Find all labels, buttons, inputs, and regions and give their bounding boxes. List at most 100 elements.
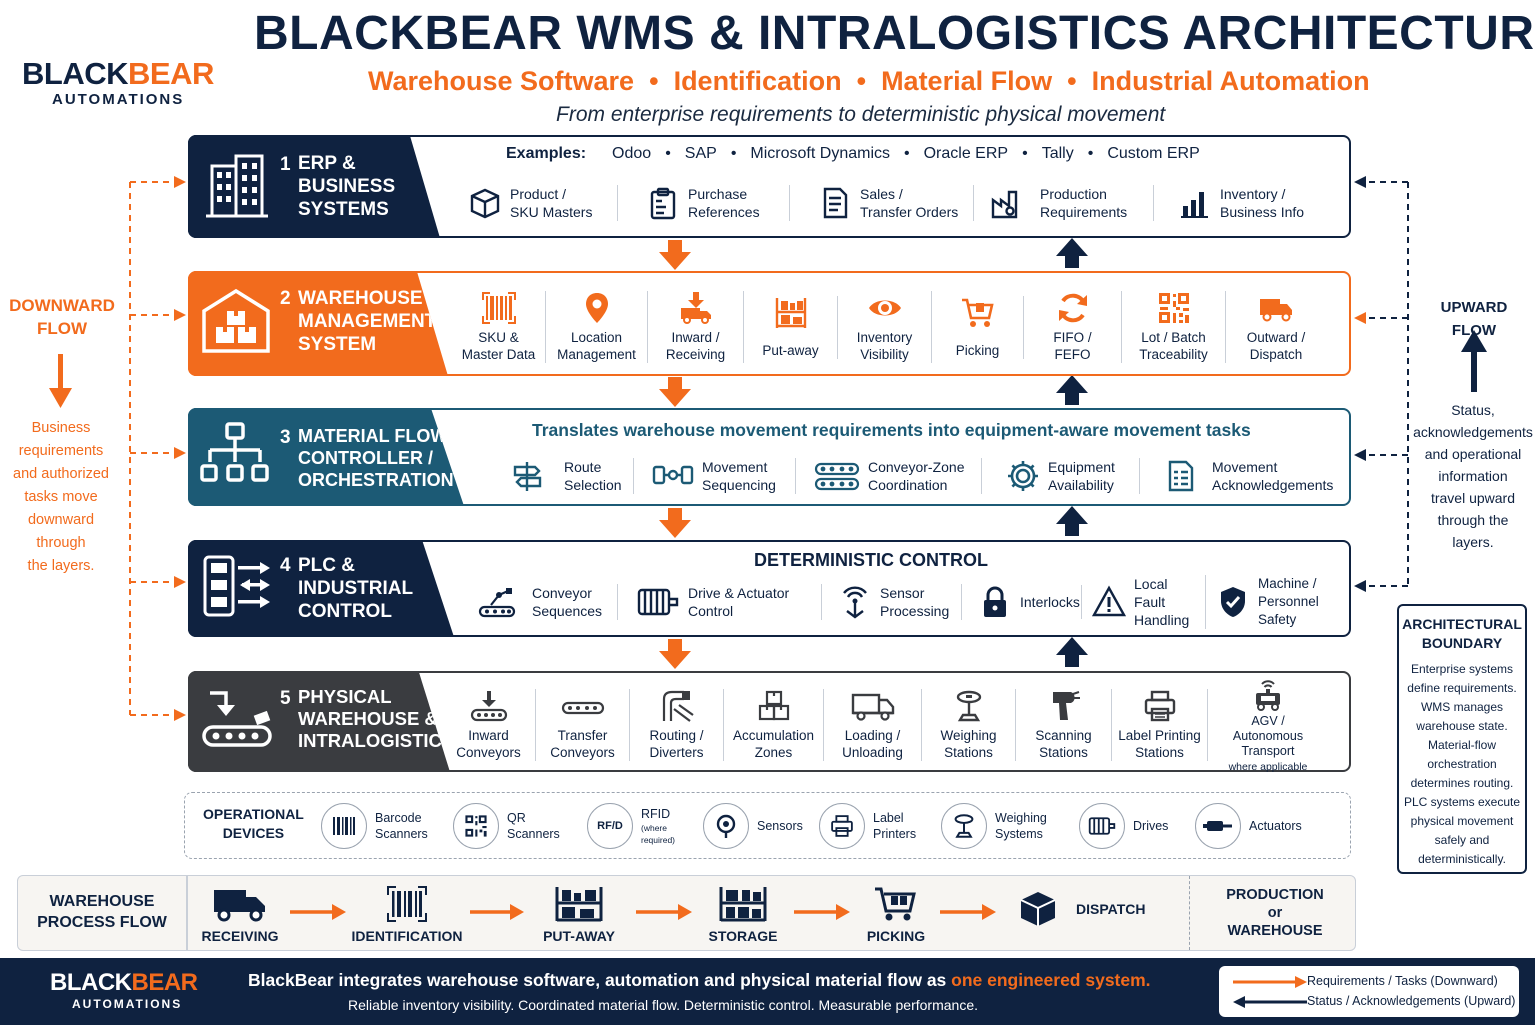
device-item: Actuators	[1195, 803, 1315, 849]
logo-black: BLACK	[50, 969, 132, 996]
logo-sub: AUTOMATIONS	[72, 997, 183, 1011]
mfc-item: Movement Acknowledgements	[1140, 458, 1336, 494]
gear-icon	[1008, 461, 1038, 491]
plc-item: Machine / Personnel Safety	[1206, 575, 1384, 629]
boxes-icon	[758, 690, 789, 721]
mfc-item: Conveyor-Zone Coordination	[796, 458, 982, 494]
wms-item: Inward / Receiving	[648, 291, 744, 363]
warning-icon	[1092, 585, 1126, 617]
plc-item: Interlocks	[962, 585, 1082, 619]
shelf-icon	[775, 297, 806, 328]
shelf-icon	[555, 887, 603, 922]
item-label: Outward / Dispatch	[1246, 330, 1306, 362]
item-label: Inward / Receiving	[665, 330, 726, 362]
layer-erp-head: 1 ERP & BUSINESS SYSTEMS	[188, 135, 440, 238]
footer-message: BlackBear integrates warehouse software,…	[248, 970, 1151, 991]
examples-label: Examples:	[506, 145, 587, 162]
diverter-icon	[662, 690, 694, 722]
printer-icon	[831, 815, 853, 837]
scale-icon	[954, 814, 974, 838]
hierarchy-icon	[200, 422, 269, 482]
subtitle: Warehouse Software • Identification • Ma…	[368, 66, 1370, 97]
legend-down: Requirements / Tasks (Downward)	[1307, 974, 1498, 988]
legend-arrows	[1233, 976, 1307, 1008]
device-icon-wrap	[1195, 803, 1241, 849]
devices-list: Barcode Scanners QR Scanners RF/D RFID (…	[321, 803, 1315, 849]
device-item: Sensors	[703, 803, 819, 849]
process-end-label: PRODUCTION or WAREHOUSE	[1226, 887, 1324, 939]
clipboard-icon	[650, 187, 676, 220]
example-item: Microsoft Dynamics	[750, 145, 890, 162]
upward-flow-text: Status, acknowledgements and operational…	[1413, 402, 1533, 550]
device-icon-wrap: RF/D	[587, 803, 633, 849]
item-label: Movement Sequencing	[702, 459, 776, 493]
item-label: Accumulation Zones	[732, 728, 815, 760]
down-arrow-icon	[49, 354, 72, 408]
physical-item: Weighing Stations	[922, 689, 1016, 761]
plc-icon	[203, 555, 270, 617]
layer-mfc: 3 MATERIAL FLOW CONTROLLER / ORCHESTRATI…	[188, 408, 1351, 506]
physical-item: Label Printing Stations	[1112, 689, 1208, 761]
item-label: Loading / Unloading	[842, 728, 903, 760]
plc-item: Sensor Processing	[822, 584, 962, 620]
boundary-title: ARCHITECTURAL BOUNDARY	[1402, 616, 1522, 651]
item-label: Scanning Stations	[1035, 728, 1092, 760]
truck-icon	[214, 890, 265, 922]
wms-item: Location Management	[546, 291, 648, 363]
item-label: Production Requirements	[1040, 186, 1128, 220]
item-label: Purchase References	[688, 186, 760, 220]
box-icon	[1020, 892, 1056, 926]
subtitle-part: Warehouse Software	[368, 66, 635, 96]
subtitle-part: Industrial Automation	[1091, 66, 1370, 96]
step-label: RECEIVING	[201, 928, 279, 944]
motor-icon	[1088, 817, 1116, 835]
item-label: SKU & Master Data	[461, 330, 536, 362]
downward-flow-text: Business requirements and authorized tas…	[13, 420, 109, 574]
physical-item: Routing / Diverters	[630, 689, 724, 761]
process-flow: WAREHOUSE PROCESS FLOW RECEIVING IDENTIF…	[17, 875, 1356, 951]
item-label: Inventory / Business Info	[1220, 186, 1305, 220]
logo-bear: BEAR	[131, 969, 199, 996]
item-label: Weighing Stations	[940, 728, 997, 760]
example-item: Tally	[1041, 145, 1074, 162]
layer-number: 5	[280, 688, 291, 709]
logo-sub: AUTOMATIONS	[52, 91, 185, 108]
footer: BLACKBEAR AUTOMATIONS BlackBear integrat…	[0, 958, 1535, 1025]
device-icon-wrap	[1079, 803, 1125, 849]
subtitle-part: Material Flow	[881, 66, 1053, 96]
layer-name: PLC & INDUSTRIAL CONTROL	[298, 555, 414, 622]
erp-item: Product / SKU Masters	[458, 185, 618, 221]
wms-item: Picking	[932, 295, 1024, 359]
step-label: STORAGE	[708, 928, 778, 944]
qr-icon	[1158, 293, 1189, 323]
item-label: Location Management	[557, 330, 636, 362]
mfc-items: Route Selection Movement Sequencing Conv…	[502, 454, 1336, 498]
physical-item: Accumulation Zones	[724, 689, 824, 761]
erp-examples: Examples: Odoo• SAP• Microsoft Dynamics•…	[506, 145, 1200, 163]
layer-erp: 1 ERP & BUSINESS SYSTEMS Examples: Odoo•…	[188, 135, 1351, 238]
conveyor-icon	[561, 701, 604, 715]
robot-arm-icon	[478, 588, 516, 618]
barcode-icon	[387, 886, 427, 922]
lock-icon	[984, 586, 1006, 617]
bar-chart-icon	[1181, 192, 1208, 218]
process-arrows	[290, 904, 996, 920]
physical-items: Inward Conveyors Transfer Conveyors Rout…	[442, 679, 1328, 773]
mfc-headline: Translates warehouse movement requiremen…	[532, 420, 1251, 440]
layer-name: PHYSICAL WAREHOUSE & INTRALOGISTICS	[298, 686, 455, 751]
item-label: Movement Acknowledgements	[1212, 459, 1334, 493]
legend-up: Status / Acknowledgements (Upward)	[1307, 994, 1516, 1008]
bullet-dot: •	[849, 66, 874, 96]
device-item: RF/D RFID (where required)	[587, 803, 703, 849]
layer-name: WAREHOUSE MANAGEMENT SYSTEM	[298, 288, 437, 355]
physical-item: Inward Conveyors	[442, 689, 536, 761]
bullet-dot: •	[641, 66, 667, 96]
process-step-receiving: RECEIVING	[200, 886, 280, 944]
tagline: From enterprise requirements to determin…	[556, 103, 1166, 126]
physical-item: Scanning Stations	[1016, 689, 1112, 761]
document-icon	[823, 187, 848, 219]
device-icon-wrap	[819, 803, 865, 849]
item-label: Transfer Conveyors	[550, 728, 615, 760]
step-label: IDENTIFICATION	[351, 928, 463, 944]
logo-bear: BEAR	[128, 56, 214, 91]
